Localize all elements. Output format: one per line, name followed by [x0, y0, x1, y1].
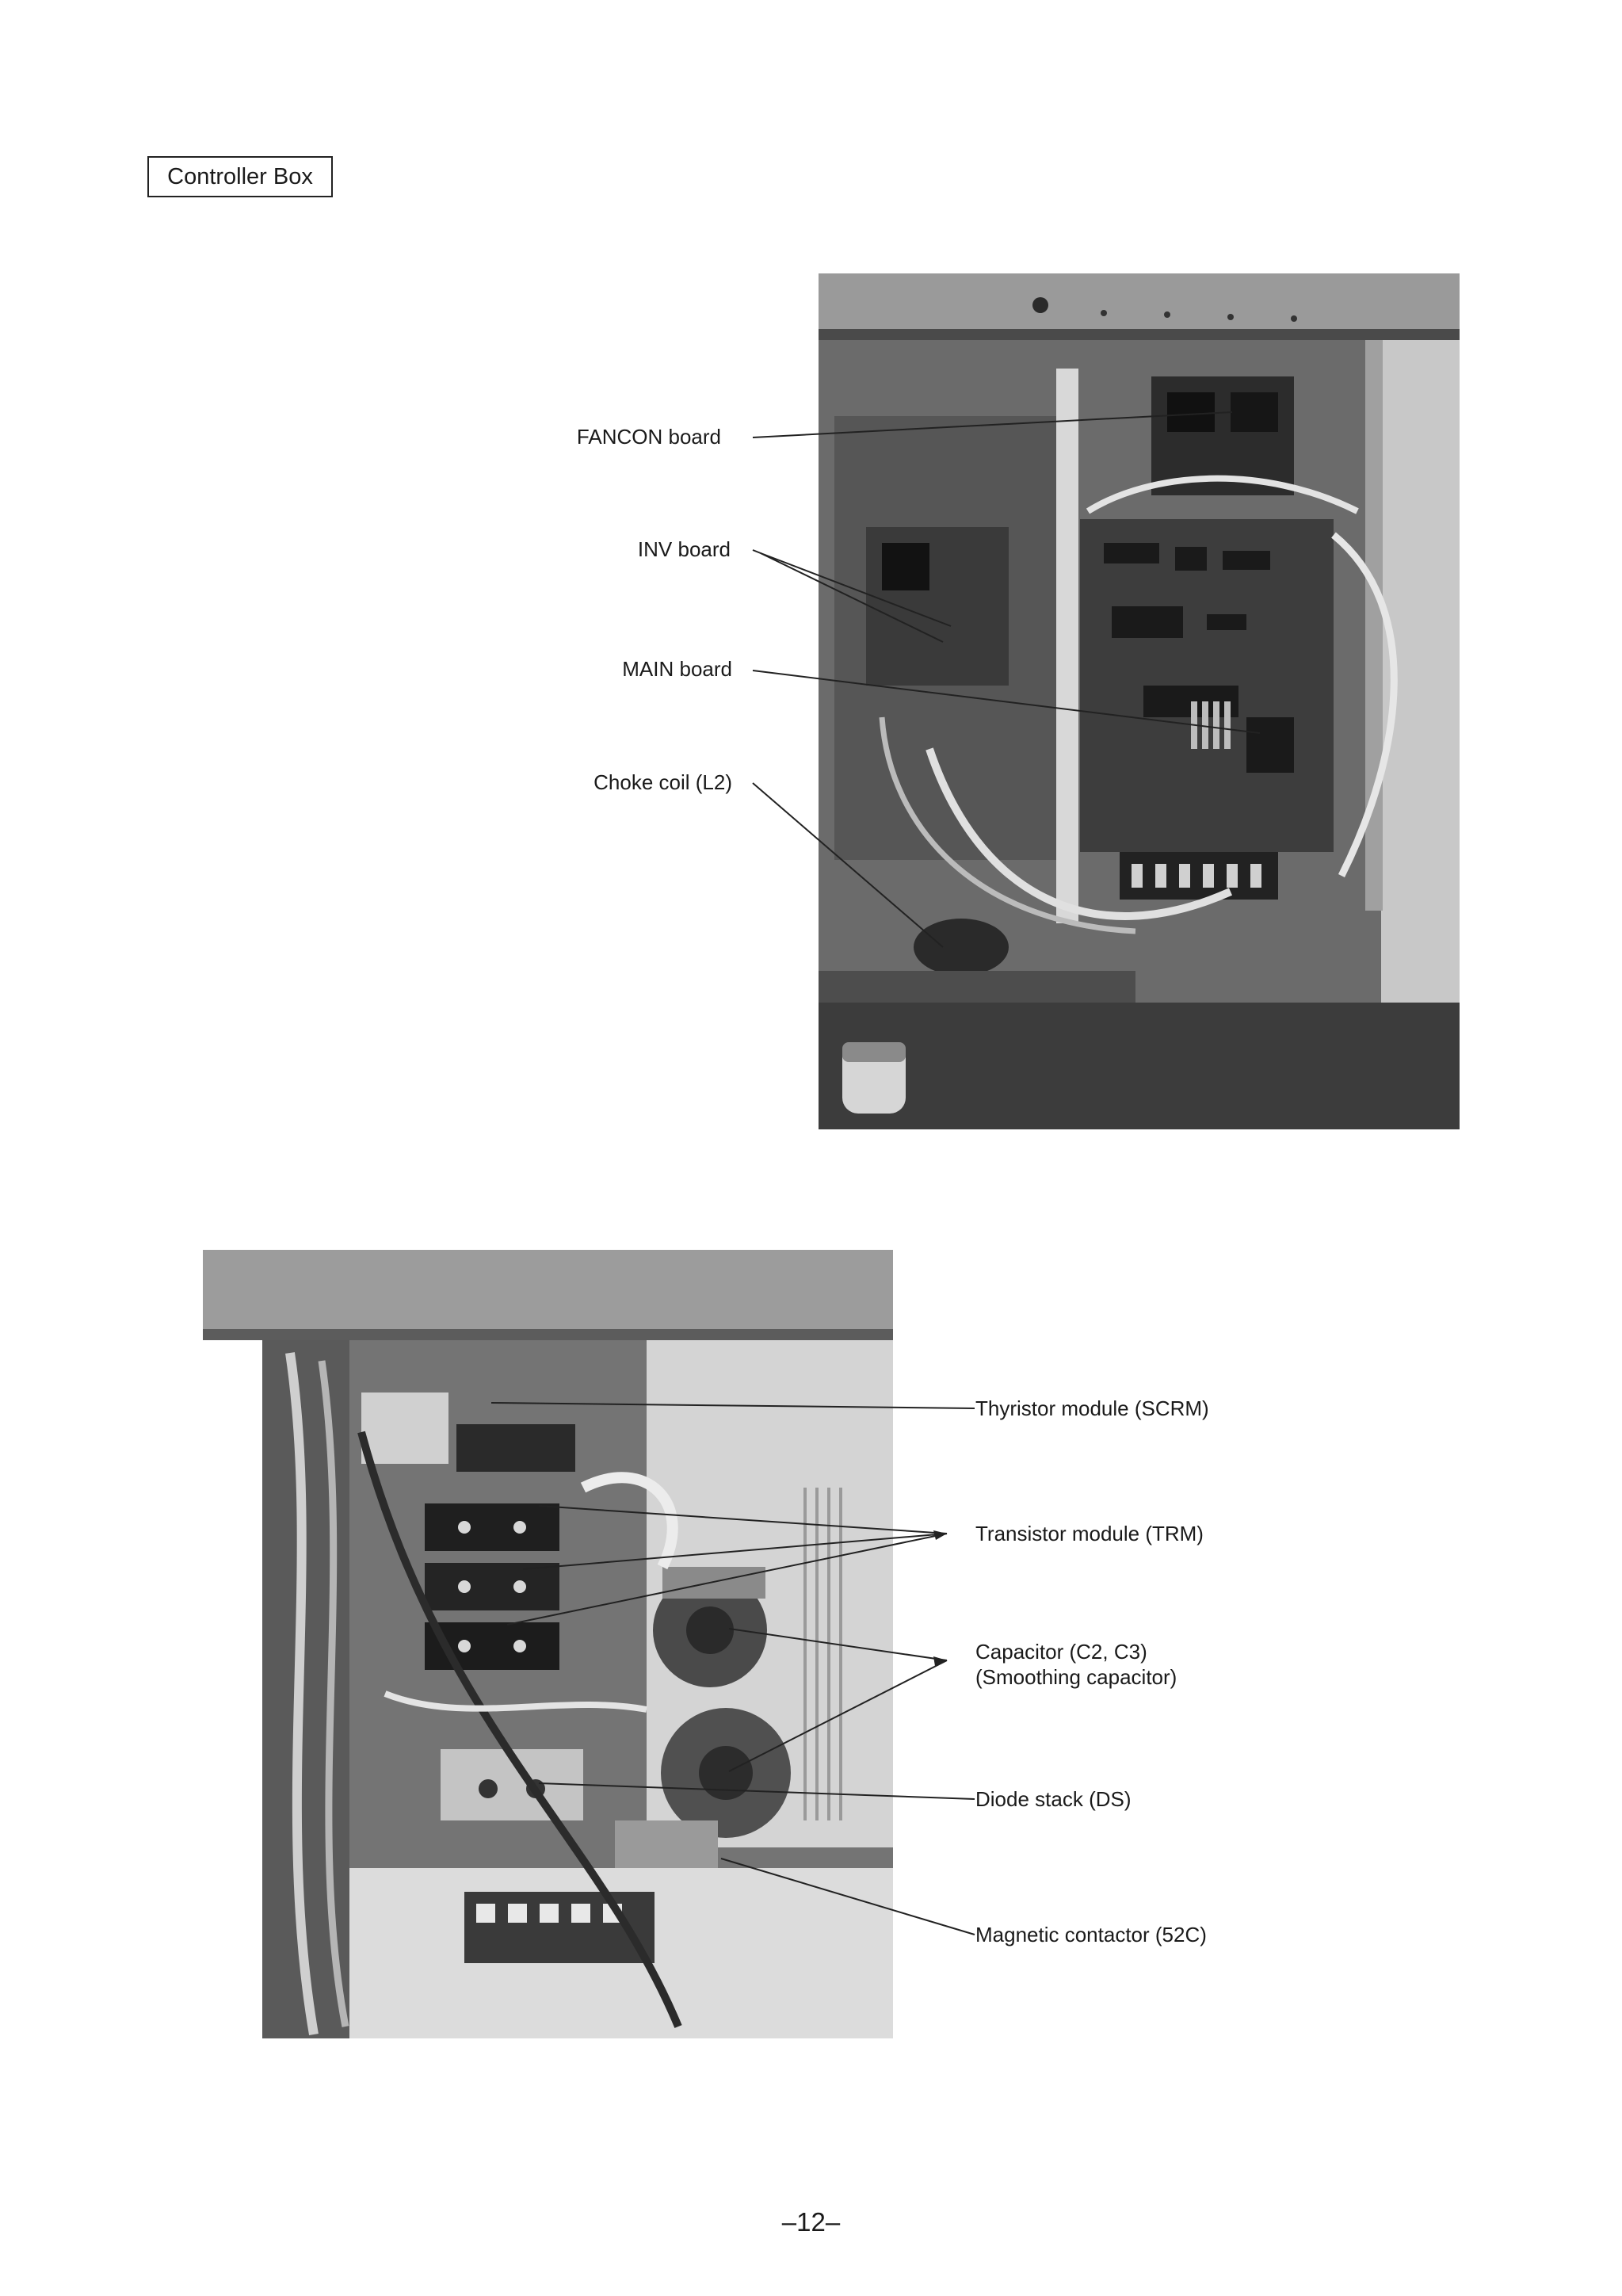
- controller-box-bottom-image: [203, 1250, 893, 2038]
- arrowhead-cap: [933, 1656, 947, 1666]
- label-main-board: MAIN board: [622, 657, 732, 681]
- controller-box-bottom-photo: [203, 1250, 893, 2038]
- controller-box-top-image: [819, 273, 1460, 1129]
- label-fancon-board: FANCON board: [576, 425, 721, 449]
- arrowhead-trm: [933, 1530, 947, 1540]
- label-capacitor-line1: Capacitor (C2, C3): [975, 1640, 1147, 1664]
- controller-box-top-photo: [819, 273, 1460, 1129]
- label-capacitor-line2: (Smoothing capacitor): [975, 1665, 1177, 1689]
- label-capacitor: Capacitor (C2, C3) (Smoothing capacitor): [975, 1639, 1177, 1690]
- label-diode-stack: Diode stack (DS): [975, 1787, 1132, 1811]
- label-magnetic-contactor: Magnetic contactor (52C): [975, 1923, 1207, 1946]
- page-number: –12–: [781, 2207, 841, 2237]
- label-inv-board: INV board: [637, 537, 731, 561]
- section-title: Controller Box: [147, 156, 333, 197]
- label-choke-coil: Choke coil (L2): [593, 770, 732, 794]
- label-transistor-module: Transistor module (TRM): [975, 1522, 1204, 1545]
- label-thyristor-module: Thyristor module (SCRM): [975, 1396, 1209, 1420]
